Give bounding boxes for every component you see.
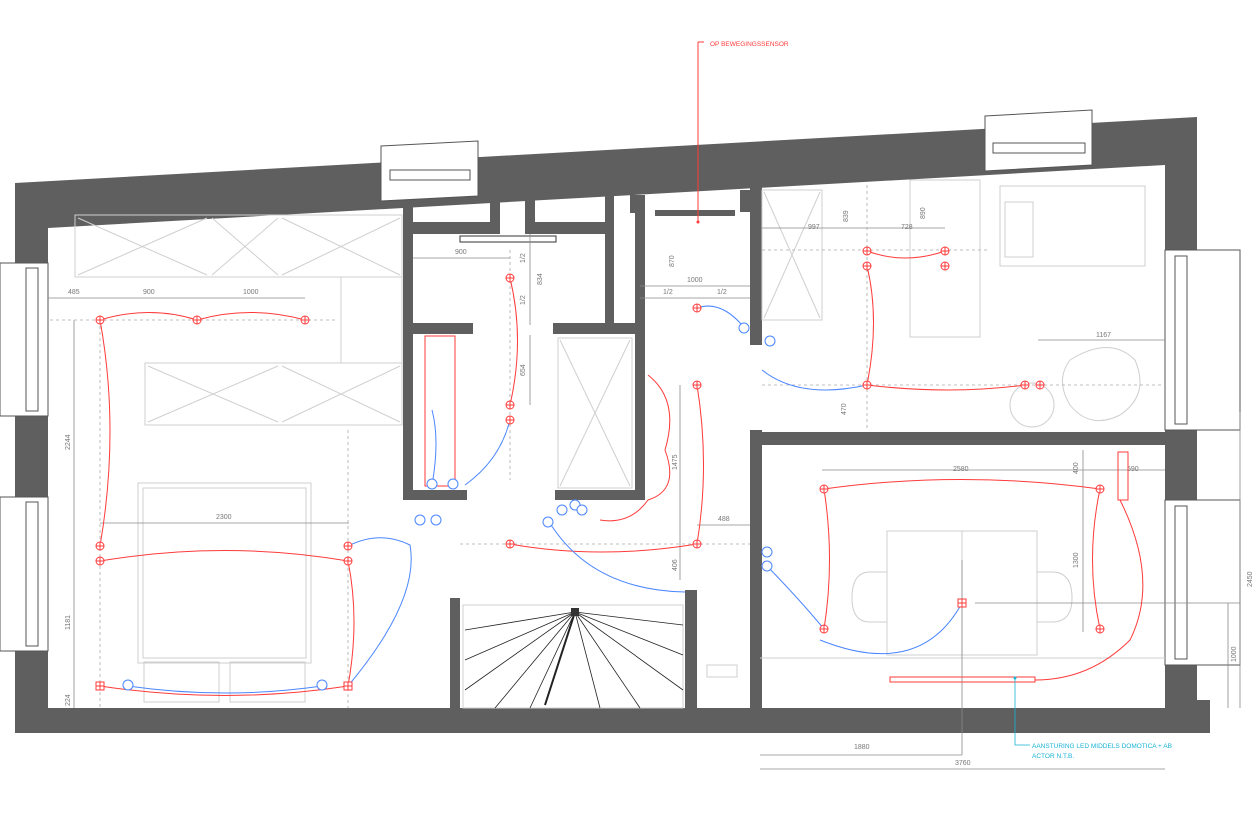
switch-icon [122, 679, 134, 691]
staircase [462, 604, 684, 709]
switch-icon [761, 546, 773, 558]
switch-circuits [127, 305, 963, 694]
ceiling-light-icon [692, 380, 702, 390]
dim-label: 1300 [1073, 552, 1080, 568]
table [886, 530, 963, 656]
ceiling-light-icon [95, 541, 105, 551]
ceiling-light-icon [1095, 624, 1105, 634]
switch-icon [542, 516, 554, 528]
dim-label: 900 [143, 289, 155, 296]
dim-label: 997 [808, 224, 820, 231]
ceiling-light-icon [1095, 484, 1105, 494]
interior-walls [403, 187, 1165, 708]
switch-icon [738, 322, 750, 334]
switch-icon [430, 514, 442, 526]
ceiling-light-icon [505, 400, 515, 410]
dim-label: 590 [1127, 466, 1139, 473]
bed [137, 482, 312, 664]
switch-icon [764, 335, 776, 347]
switch-icon [426, 478, 438, 490]
dim-label: 224 [65, 694, 72, 706]
dim-label: 1/2 [663, 289, 673, 296]
ceiling-light-icon [505, 273, 515, 283]
dim-label: 488 [718, 516, 730, 523]
ceiling-light-icon [862, 261, 872, 271]
ceiling-light-icon [300, 315, 310, 325]
window-left-bottom [0, 496, 49, 652]
dimension-labels: 485 900 1000 2244 2300 1181 224 900 1/2 … [65, 207, 1254, 767]
dim-label: 470 [841, 403, 848, 415]
ceiling-light-icon [862, 246, 872, 256]
switch-icon [556, 504, 568, 516]
dim-label: 1000 [243, 289, 259, 296]
switches [122, 322, 776, 691]
bed-2 [999, 185, 1146, 267]
dim-label: 2580 [953, 466, 969, 473]
wall-light-icon [957, 598, 967, 608]
motion-sensor-note: OP BEWEGINGSSENSOR [710, 41, 789, 48]
window-left-top [0, 262, 49, 417]
dim-label: 870 [669, 255, 676, 267]
switch-icon [761, 560, 773, 572]
dim-label: 1880 [854, 744, 870, 751]
armchair [1062, 347, 1141, 422]
dim-label: 1475 [672, 454, 679, 470]
dim-label: 654 [520, 364, 527, 376]
dim-label: 1/2 [520, 253, 527, 263]
dim-label: 400 [1073, 462, 1080, 474]
ceiling-light-icon [192, 315, 202, 325]
led-control-note-2: ACTOR N.T.B. [1032, 753, 1074, 760]
furniture [74, 179, 1165, 709]
dim-label: 1000 [1231, 646, 1238, 662]
dim-label: 406 [672, 559, 679, 571]
ceiling-light-icon [343, 556, 353, 566]
dim-label: 1000 [687, 277, 703, 284]
dim-label: 1/2 [717, 289, 727, 296]
dim-label: 728 [901, 224, 913, 231]
dim-label: 834 [537, 273, 544, 285]
led-control-note: AANSTURING LED MIDDELS DOMOTICA + AB [1032, 743, 1172, 750]
ceiling-light-icon [505, 539, 515, 549]
dim-label: 890 [920, 207, 927, 219]
dim-label: 485 [68, 289, 80, 296]
dim-label: 2244 [65, 434, 72, 450]
switch-icon [447, 478, 459, 490]
motion-sensor-fixture [655, 210, 735, 216]
dim-label: 1167 [1096, 332, 1111, 339]
dim-label: 2450 [1247, 571, 1254, 587]
switch-icon [576, 504, 588, 516]
dim-label: 839 [843, 210, 850, 222]
ceiling-light-icon [1035, 380, 1045, 390]
lighting-circuits [99, 42, 1144, 696]
ceiling-light-icon [343, 541, 353, 551]
dim-label: 900 [455, 249, 467, 256]
wall-light-icon [343, 681, 353, 691]
ceiling-light-icon [505, 415, 515, 425]
dim-label: 1/2 [520, 295, 527, 305]
switch-icon [414, 514, 426, 526]
ceiling-light-icon [95, 556, 105, 566]
ceiling-light-icon [692, 303, 702, 313]
ceiling-light-icon [692, 539, 702, 549]
dim-label: 3760 [955, 760, 971, 767]
dim-label: 2300 [216, 514, 232, 521]
wall-light-icon [95, 681, 105, 691]
light-fixtures [95, 246, 1105, 691]
ceiling-light-icon [940, 246, 950, 256]
ceiling-light-icon [819, 624, 829, 634]
ceiling-light-icon [940, 261, 950, 271]
ceiling-light-icon [819, 484, 829, 494]
ceiling-light-icon [1020, 380, 1030, 390]
ceiling-light-icon [862, 380, 872, 390]
windows [0, 109, 1241, 666]
dim-label: 1181 [65, 615, 72, 630]
led-strip [889, 676, 1036, 683]
window-top-right [984, 109, 1093, 172]
outer-walls [15, 117, 1210, 733]
ceiling-light-icon [95, 315, 105, 325]
switch-icon [316, 679, 328, 691]
